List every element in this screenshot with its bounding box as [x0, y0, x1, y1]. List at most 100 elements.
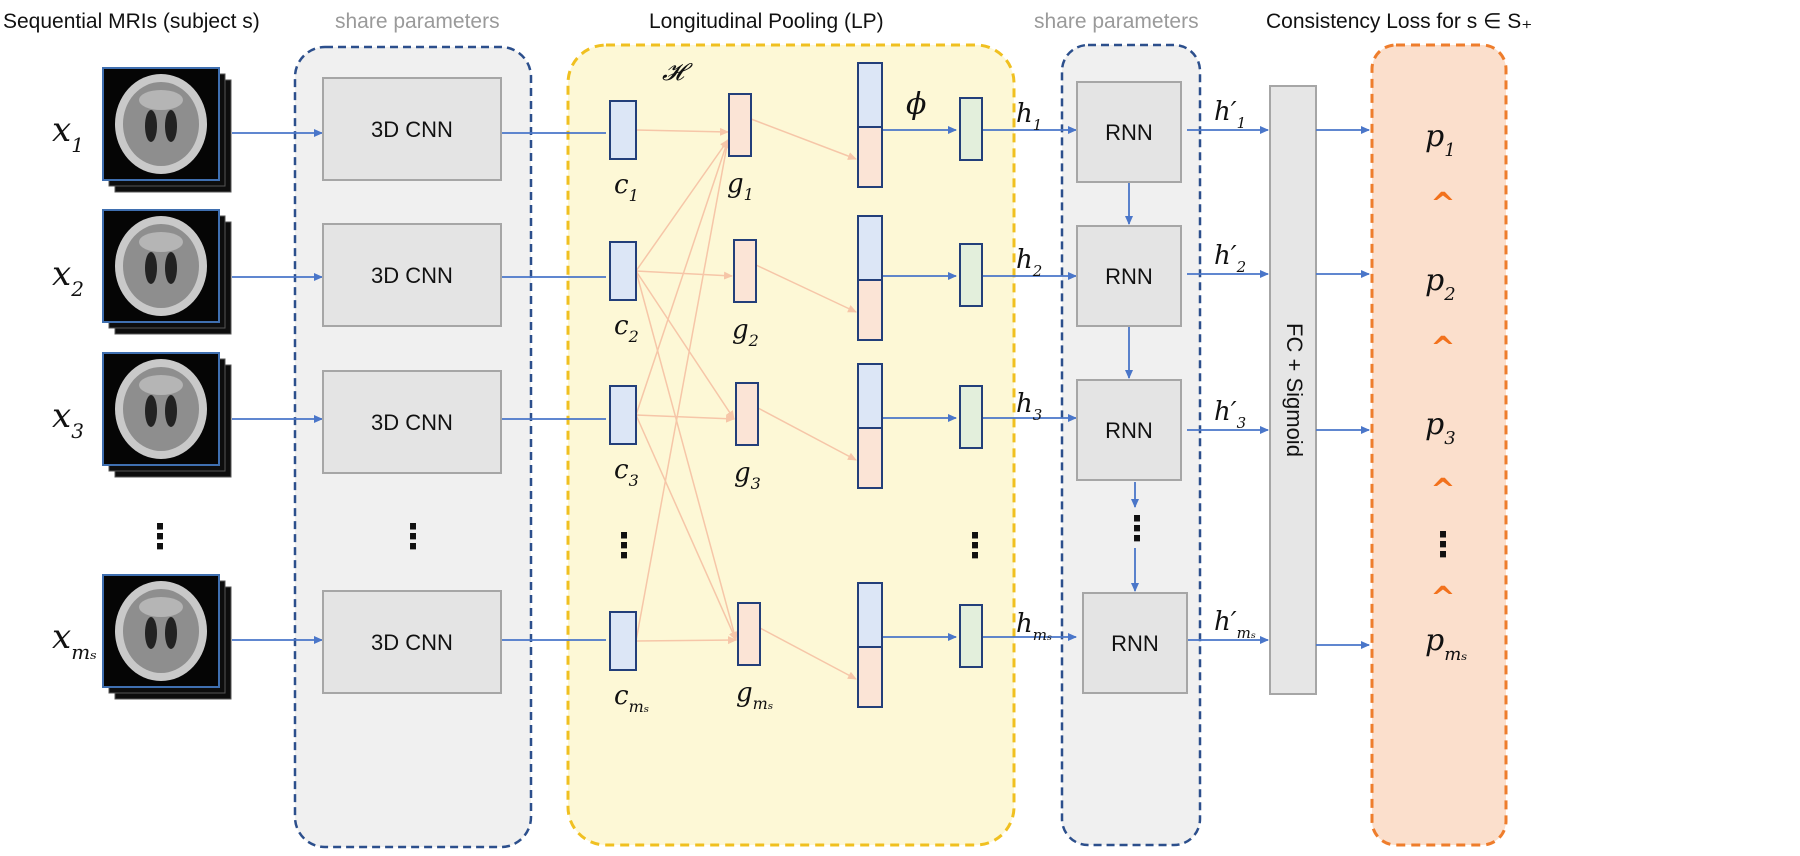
phi-vector	[959, 97, 983, 161]
stack-g-part	[857, 646, 883, 708]
vertical-ellipsis: ⋮	[396, 517, 430, 557]
H-connection	[635, 139, 731, 642]
h-prime-label: h′2	[1214, 241, 1246, 276]
h-prime-label: h′1	[1214, 97, 1246, 132]
arrow-g-to-stack	[759, 627, 857, 680]
mri-scan-stack	[102, 574, 232, 700]
c-vector-label: c3	[614, 455, 639, 490]
header-sequential-mris: Sequential MRIs (subject s)	[3, 10, 260, 33]
c-vector-label: cmₛ	[614, 681, 649, 716]
vertical-ellipsis: ⋮	[1426, 525, 1460, 565]
H-connection	[635, 636, 737, 645]
input-label-x: x3	[52, 396, 84, 443]
g-vector	[728, 93, 752, 157]
h-label: hmₛ	[1016, 609, 1052, 644]
ordering-constraint-symbol: ^	[1430, 581, 1455, 616]
diagram-blocks	[102, 62, 1188, 708]
ordering-constraint-symbol: ^	[1430, 187, 1455, 222]
H-connection	[635, 139, 729, 272]
H-connection	[635, 414, 737, 641]
vertical-ellipsis: ⋮	[958, 526, 992, 566]
brain-ventricle	[145, 395, 157, 427]
stack-c-part	[857, 215, 883, 281]
input-label-x: xmₛ	[52, 617, 97, 664]
cnn-block	[322, 77, 502, 181]
h-label: h1	[1016, 99, 1042, 134]
c-vector	[609, 611, 637, 671]
g-vector-label: g2	[732, 315, 759, 350]
rnn-block-label: RNN	[1111, 631, 1159, 656]
arrow-g-to-stack	[757, 407, 857, 461]
c-vector	[609, 241, 637, 301]
cnn-block	[322, 590, 502, 694]
cnn-block	[322, 370, 502, 474]
g-vector	[733, 239, 757, 303]
H-connection	[635, 270, 738, 641]
connection-arrows	[232, 118, 1370, 680]
rnn-block	[1082, 592, 1188, 694]
H-connection	[635, 270, 735, 420]
h-prime-label: h′3	[1214, 397, 1246, 432]
stack-c-part	[857, 62, 883, 128]
c-vector-label: c1	[614, 170, 639, 205]
brain-ventricle	[145, 110, 157, 142]
mri-scan-stack	[102, 352, 232, 478]
mri-scan-stack	[102, 67, 232, 193]
cnn-block	[322, 223, 502, 327]
cnn-block-label: 3D CNN	[371, 263, 453, 288]
phi-vector	[959, 243, 983, 307]
vertical-ellipsis: ⋮	[143, 517, 177, 557]
ordering-constraint-symbol: ^	[1430, 331, 1455, 366]
header-share-params-left: share parameters	[335, 10, 500, 33]
rnn-block-label: RNN	[1105, 264, 1153, 289]
arrow-g-to-stack	[755, 264, 857, 313]
mri-scan-stack	[102, 209, 232, 335]
cnn-block-label: 3D CNN	[371, 410, 453, 435]
vertical-ellipsis: ⋮	[607, 526, 641, 566]
phi-vector	[959, 604, 983, 668]
ordering-constraint-symbol: ^	[1430, 473, 1455, 508]
h-prime-label: h′mₛ	[1214, 607, 1256, 642]
stack-c-part	[857, 582, 883, 648]
g-vector-label: g1	[727, 169, 754, 204]
brain-white-matter	[139, 90, 183, 110]
vertical-ellipsis: ⋮	[1120, 509, 1154, 549]
c-vector	[609, 100, 637, 160]
input-label-x: x1	[52, 110, 84, 157]
cnn-block-label: 3D CNN	[371, 117, 453, 142]
g-vector	[737, 602, 761, 666]
phi-label: ϕ	[906, 87, 926, 122]
brain-ventricle	[165, 252, 177, 284]
h-label: h3	[1016, 389, 1042, 424]
H-connection	[635, 127, 729, 136]
c-vector-label: c2	[614, 311, 639, 346]
prob-label: pmₛ	[1425, 623, 1467, 665]
header-consistency-loss: Consistency Loss for s ∈ S₊	[1266, 10, 1532, 33]
longitudinal-pooling-panel	[566, 43, 1016, 847]
c-vector	[609, 385, 637, 445]
rnn-block	[1076, 81, 1182, 183]
prob-label: p2	[1425, 263, 1456, 305]
input-label-x: x2	[52, 254, 84, 301]
fc-sigmoid-label: FC + Sigmoid	[1282, 323, 1307, 457]
stack-g-part	[857, 279, 883, 341]
brain-ventricle	[165, 617, 177, 649]
rnn-block	[1076, 379, 1182, 481]
h-label: h2	[1016, 245, 1042, 280]
stack-g-part	[857, 427, 883, 489]
rnn-block-label: RNN	[1105, 418, 1153, 443]
stack-g-part	[857, 126, 883, 188]
header-longitudinal-pooling: Longitudinal Pooling (LP)	[649, 10, 884, 33]
consistency-loss-panel	[1370, 43, 1508, 847]
header-share-params-right: share parameters	[1034, 10, 1199, 33]
brain-white-matter	[139, 375, 183, 395]
g-vector	[735, 382, 759, 446]
brain-ventricle	[165, 395, 177, 427]
brain-white-matter	[139, 232, 183, 252]
rnn-block	[1076, 225, 1182, 327]
g-vector-label: gmₛ	[736, 678, 773, 713]
fc-sigmoid-block	[1269, 85, 1317, 695]
H-connection	[635, 139, 730, 416]
